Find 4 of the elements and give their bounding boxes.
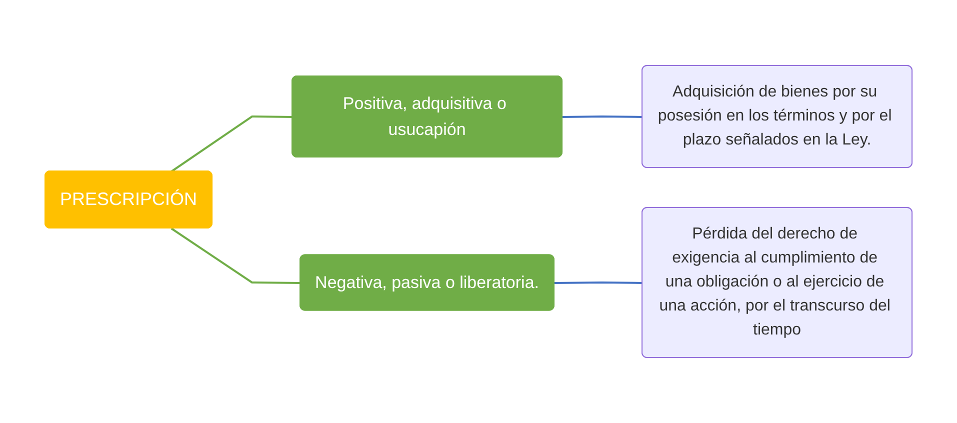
connector xyxy=(562,116,643,118)
connector xyxy=(170,228,301,284)
connector xyxy=(554,282,643,284)
connector xyxy=(170,116,293,172)
